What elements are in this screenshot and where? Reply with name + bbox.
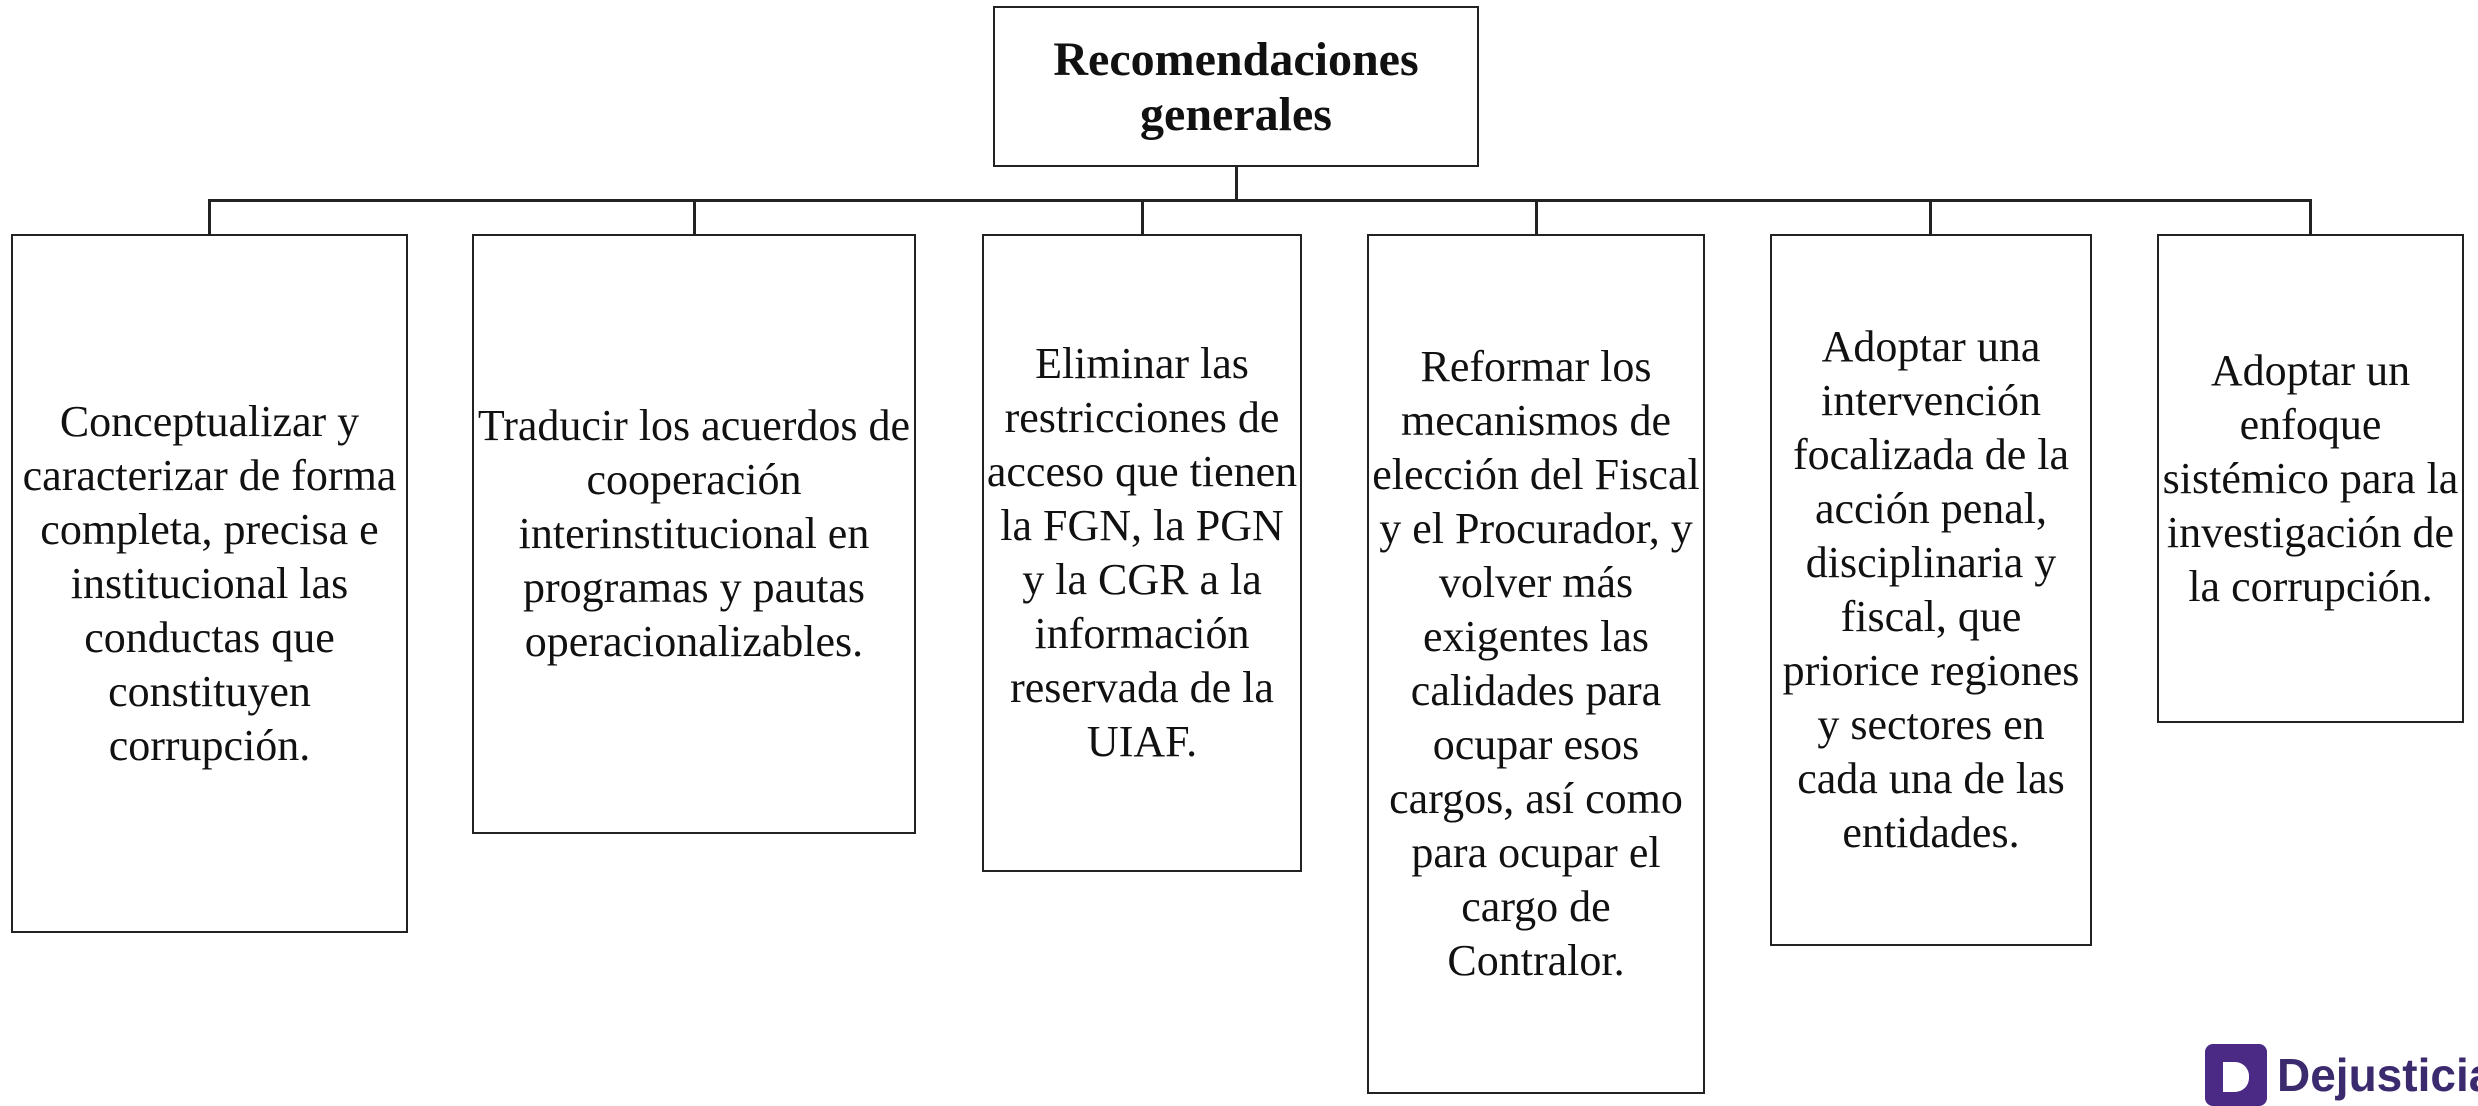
child-node-enfoque: Adoptar un enfoque sistémico para la inv… (2157, 234, 2464, 723)
root-node: Recomendaciones generales (993, 6, 1479, 167)
dejusticia-logo: Dejusticia (2205, 1044, 2478, 1106)
child-node-text: Reformar los mecanismos de elección del … (1372, 342, 1700, 985)
child-node-text: Conceptualizar y caracterizar de forma c… (22, 396, 397, 770)
child-node-text: Adoptar una intervención focalizada de l… (1782, 322, 2080, 857)
child-connector-1 (208, 199, 211, 235)
child-node-text: Traducir los acuerdos de cooperación int… (477, 401, 911, 666)
child-connector-5 (1929, 199, 1932, 235)
logo-text: Dejusticia (2277, 1049, 2478, 1101)
child-node-text: Adoptar un enfoque sistémico para la inv… (2162, 345, 2459, 611)
child-node-intervencion: Adoptar una intervención focalizada de l… (1770, 234, 2092, 946)
root-connector (1235, 167, 1238, 201)
child-connector-2 (693, 199, 696, 235)
horizontal-connector (208, 199, 2312, 202)
root-title: Recomendaciones generales (1053, 32, 1419, 141)
child-connector-6 (2309, 199, 2312, 235)
child-node-traducir: Traducir los acuerdos de cooperación int… (472, 234, 916, 834)
child-node-reformar: Reformar los mecanismos de elección del … (1367, 234, 1705, 1094)
child-node-eliminar: Eliminar las restricciones de acceso que… (982, 234, 1302, 872)
logo-mark-icon (2205, 1044, 2267, 1106)
child-node-conceptualizar: Conceptualizar y caracterizar de forma c… (11, 234, 408, 933)
child-node-text: Eliminar las restricciones de acceso que… (986, 339, 1298, 766)
child-connector-3 (1141, 199, 1144, 235)
child-connector-4 (1535, 199, 1538, 235)
